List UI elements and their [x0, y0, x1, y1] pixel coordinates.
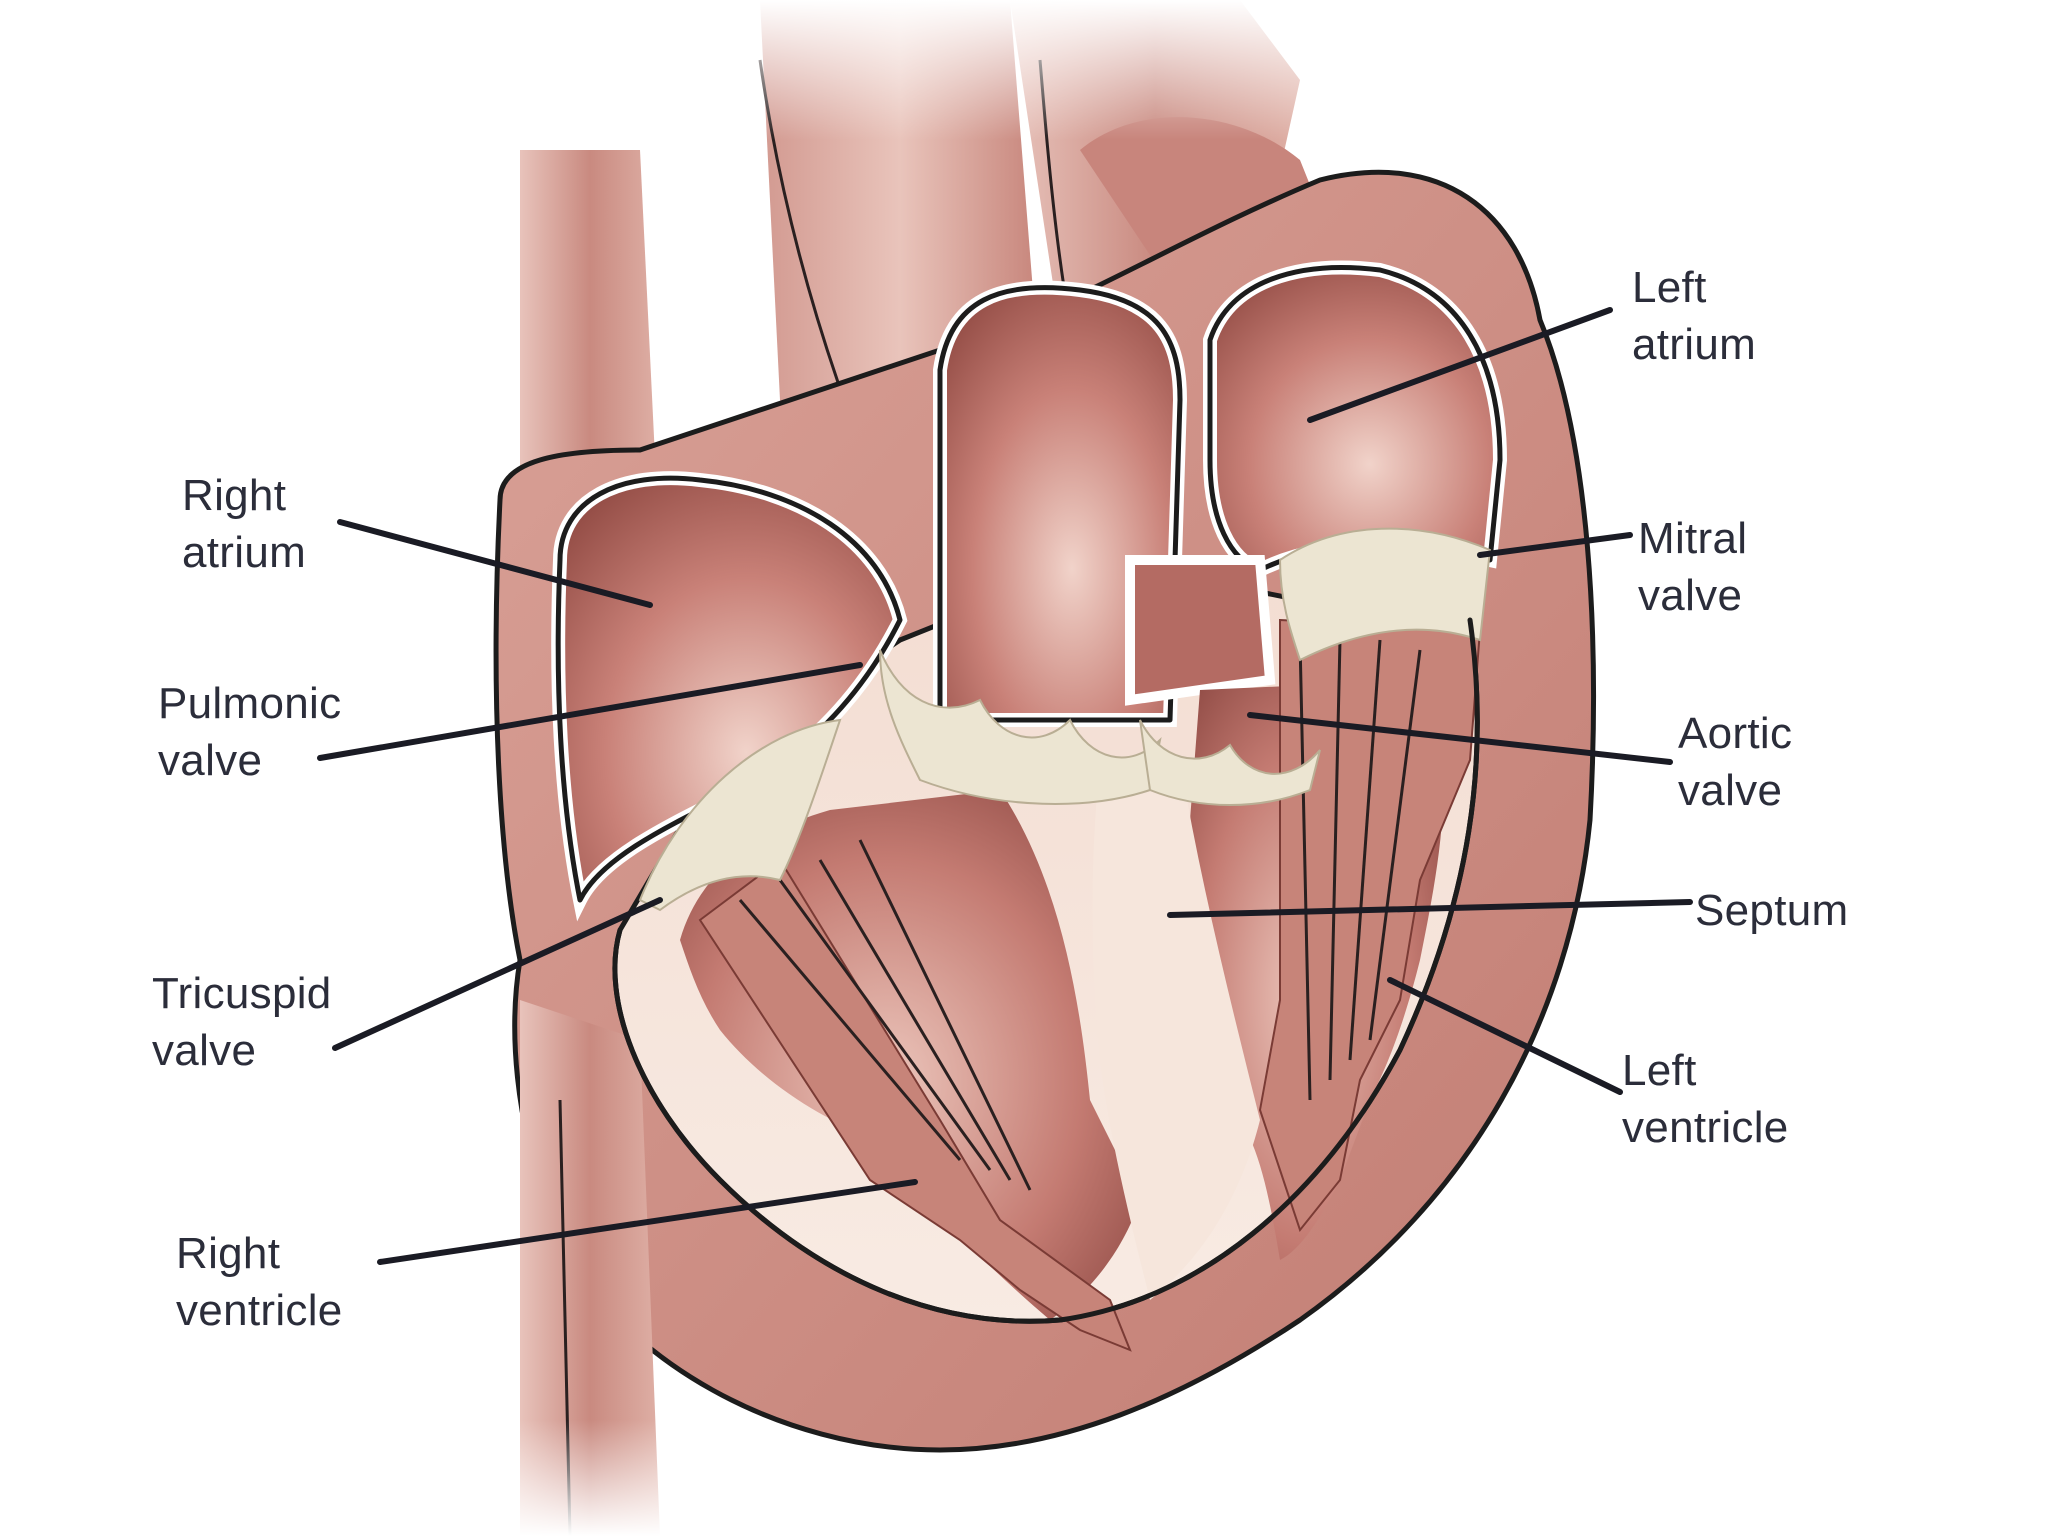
- svg-text:Right: Right: [176, 1229, 280, 1278]
- svg-text:Left: Left: [1622, 1046, 1697, 1095]
- leader-lines: [317, 307, 1693, 1265]
- svg-text:atrium: atrium: [182, 528, 306, 577]
- tricuspid-valve-leaflets: [638, 718, 842, 912]
- leader-right-ventricle: [377, 1179, 918, 1265]
- mitral-valve-leaflets: [1278, 527, 1492, 662]
- label-mitral-valve: Mitral valve: [1638, 514, 1747, 620]
- label-left-atrium: Left atrium: [1632, 263, 1756, 369]
- svg-text:valve: valve: [158, 736, 262, 785]
- label-septum: Septum: [1695, 886, 1848, 935]
- right-chordae: [698, 839, 1132, 1352]
- svg-text:atrium: atrium: [1632, 320, 1756, 369]
- aortic-valve-cusps: [1139, 719, 1321, 806]
- leader-left-atrium: [1307, 307, 1613, 423]
- leader-left-ventricle: [1387, 977, 1623, 1095]
- bottom-fade: [480, 1420, 780, 1536]
- label-right-ventricle: Right ventricle: [176, 1229, 343, 1335]
- heart-outline-left: [1057, 617, 1480, 1323]
- inferior-vena-cava: [520, 1000, 660, 1536]
- heart-outline-right: [612, 927, 1063, 1324]
- label-right-atrium: Right atrium: [182, 471, 306, 577]
- svg-text:valve: valve: [152, 1026, 256, 1075]
- svg-text:valve: valve: [1638, 571, 1742, 620]
- top-fade: [480, 0, 1380, 140]
- svg-text:Tricuspid: Tricuspid: [152, 969, 332, 1018]
- label-pulmonic-valve: Pulmonic valve: [158, 679, 341, 785]
- svg-text:Aortic: Aortic: [1678, 709, 1792, 758]
- leader-right-atrium: [337, 519, 653, 608]
- leader-mitral-valve: [1477, 532, 1633, 558]
- leader-aortic-valve: [1247, 712, 1673, 765]
- svg-text:Mitral: Mitral: [1638, 514, 1747, 563]
- label-tricuspid-valve: Tricuspid valve: [152, 969, 332, 1075]
- label-left-ventricle: Left ventricle: [1622, 1046, 1789, 1152]
- leader-tricuspid-valve: [332, 897, 663, 1051]
- pulmonic-valve-cusps: [879, 649, 1162, 805]
- svg-text:Septum: Septum: [1695, 886, 1848, 935]
- svg-text:ventricle: ventricle: [176, 1286, 343, 1335]
- leader-pulmonic-valve: [317, 662, 863, 761]
- leader-septum: [1167, 899, 1693, 918]
- aortic-root: [1125, 555, 1276, 706]
- svg-text:Left: Left: [1632, 263, 1707, 312]
- septum-wall: [1092, 760, 1260, 1300]
- svg-text:ventricle: ventricle: [1622, 1103, 1789, 1152]
- svg-text:Pulmonic: Pulmonic: [158, 679, 341, 728]
- svg-text:Right: Right: [182, 471, 286, 520]
- label-aortic-valve: Aortic valve: [1678, 709, 1792, 815]
- svg-text:valve: valve: [1678, 766, 1782, 815]
